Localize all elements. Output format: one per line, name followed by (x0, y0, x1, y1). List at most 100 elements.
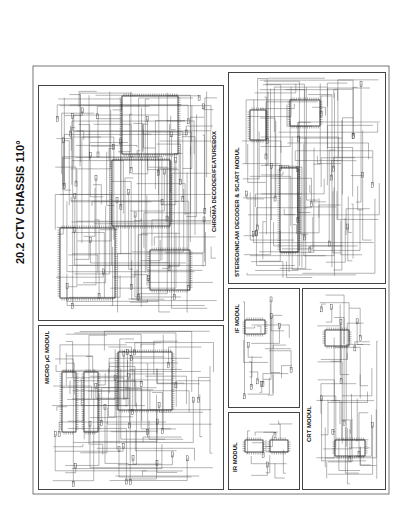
ic-chip (243, 318, 268, 337)
module-label: MICRO µC MODUL (44, 330, 51, 385)
wire (119, 449, 191, 477)
wire (163, 335, 176, 429)
wire (70, 137, 114, 240)
wire (255, 84, 296, 93)
wire (55, 167, 76, 183)
wire (83, 206, 106, 282)
ic-chip (58, 226, 118, 301)
wire (118, 454, 173, 464)
wire (90, 349, 116, 417)
wire (76, 145, 137, 147)
wire (71, 210, 211, 222)
wire (130, 374, 163, 482)
wire (246, 100, 296, 164)
wire (128, 395, 156, 479)
resistor-symbol (125, 479, 127, 484)
resistor-symbol (187, 119, 189, 124)
resistor-symbol (72, 114, 74, 119)
resistor-symbol (252, 231, 254, 236)
wire (358, 186, 364, 210)
sheet-title: 20.2 CTV CHASSIS 110° (14, 140, 27, 264)
wire (63, 157, 133, 191)
wire (185, 146, 191, 213)
wire (66, 356, 93, 369)
wire (257, 326, 261, 333)
wire (287, 105, 312, 126)
wire (285, 90, 337, 101)
wire (252, 325, 290, 338)
resistor-symbol (352, 133, 354, 138)
ic-symbols (58, 94, 368, 459)
wire (320, 303, 349, 342)
wire (111, 181, 131, 286)
resistor-symbol (266, 462, 268, 467)
wire (326, 295, 344, 344)
wire (348, 227, 353, 261)
resistor-symbol (244, 394, 246, 399)
wire (121, 369, 165, 440)
wire (349, 430, 351, 459)
wire (266, 435, 273, 446)
resistor-symbol (347, 224, 349, 229)
resistor-symbol (97, 152, 99, 157)
resistor-symbol (271, 163, 273, 168)
wire (243, 121, 276, 198)
wire (154, 237, 215, 246)
wire (128, 403, 137, 465)
resistor-symbol (148, 275, 150, 280)
wire (135, 430, 176, 451)
wire (333, 157, 372, 168)
wire (258, 79, 267, 228)
wire (287, 143, 368, 159)
wire (125, 178, 134, 229)
resistor-symbol (128, 190, 130, 195)
wire (186, 126, 213, 132)
wire (65, 110, 83, 115)
wire (261, 165, 289, 271)
wire (55, 446, 123, 451)
resistor-symbol (204, 208, 206, 213)
resistor-symbol (62, 138, 64, 143)
wire (144, 213, 206, 248)
wire (266, 455, 270, 473)
wire (133, 458, 162, 464)
wire (120, 141, 121, 253)
wire (265, 348, 291, 349)
wire (64, 141, 69, 206)
wire (267, 78, 325, 141)
wire (199, 377, 210, 399)
wire (143, 124, 149, 151)
resistor-symbol (274, 432, 276, 437)
wire (126, 380, 172, 407)
wire (331, 322, 341, 361)
module-label: CRT MODUL (306, 405, 313, 443)
wire (273, 345, 286, 348)
resistor-symbol (198, 96, 200, 101)
wire (171, 134, 207, 308)
wire (339, 438, 360, 470)
resistor-symbol (278, 324, 280, 329)
wire (65, 466, 76, 472)
wire (353, 87, 357, 135)
wire (321, 400, 328, 435)
wire (266, 440, 289, 452)
wire (268, 375, 273, 395)
wire (328, 425, 373, 474)
resistor-symbol (359, 335, 361, 340)
resistor-symbol (256, 231, 258, 236)
wire (100, 200, 117, 229)
wire (255, 192, 298, 270)
resistor-symbol (156, 419, 158, 424)
wire (260, 118, 275, 198)
resistor-symbol (372, 182, 374, 187)
wire (271, 178, 312, 204)
wire (190, 117, 204, 242)
wire (56, 139, 72, 307)
wire (104, 331, 209, 350)
resistor-symbol (266, 139, 268, 144)
resistor-symbol (175, 383, 177, 388)
resistor-symbol (262, 381, 264, 386)
wire (132, 260, 165, 299)
